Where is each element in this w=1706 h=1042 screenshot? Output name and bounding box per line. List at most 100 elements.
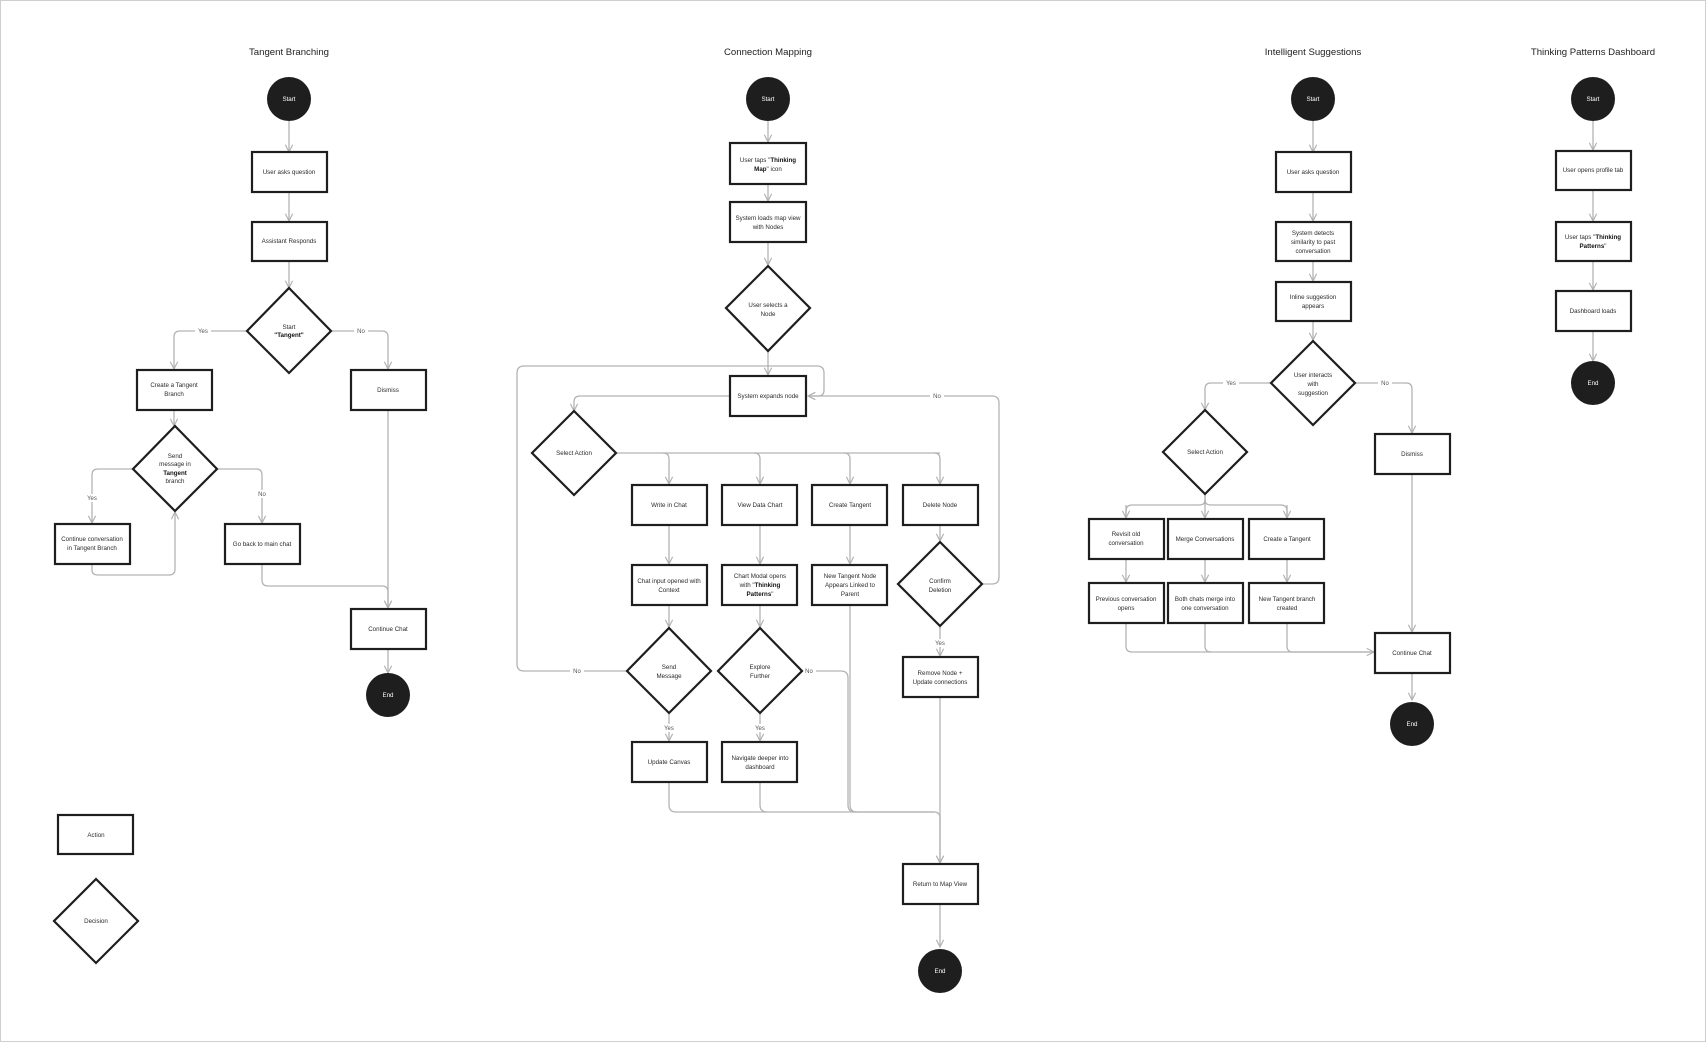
- svg-text:Merge Conversations: Merge Conversations: [1176, 536, 1235, 543]
- action-continue-chat[interactable]: Continue Chat: [349, 607, 428, 651]
- action-system-expands-node[interactable]: System expands node: [728, 374, 808, 418]
- svg-text:Start: Start: [282, 324, 295, 331]
- svg-text:Start: Start: [1586, 96, 1599, 103]
- action-new-tangent-node-appears[interactable]: New Tangent Node Appears Linked to Paren…: [810, 563, 889, 607]
- svg-text:Tangent: Tangent: [163, 470, 187, 477]
- svg-text:New Tangent Node: New Tangent Node: [824, 573, 877, 580]
- action-update-canvas[interactable]: Update Canvas: [630, 740, 709, 784]
- action-create-a-tangent[interactable]: Create a Tangent: [1247, 517, 1326, 561]
- action-system-detects-similarity[interactable]: System detects similarity to past conver…: [1274, 220, 1353, 263]
- end-node[interactable]: End: [1390, 702, 1434, 746]
- start-node[interactable]: Start: [746, 77, 790, 121]
- action-user-taps-thinking-map[interactable]: User taps "Thinking Map" icon: [728, 141, 808, 186]
- decision-send-message-in-tangent[interactable]: Send message in Tangent branch: [131, 424, 219, 513]
- svg-text:Go back to main chat: Go back to main chat: [233, 541, 292, 548]
- edge-label-no: No: [933, 394, 941, 400]
- svg-text:"Tangent": "Tangent": [274, 332, 304, 339]
- title-intelligent-suggestions: Intelligent Suggestions: [1265, 47, 1362, 58]
- svg-text:conversation: conversation: [1295, 248, 1331, 255]
- end-node[interactable]: End: [1571, 361, 1615, 405]
- svg-text:Confirm: Confirm: [929, 578, 951, 585]
- svg-text:Send: Send: [168, 453, 183, 460]
- svg-text:Chart Modal opens: Chart Modal opens: [734, 573, 786, 580]
- edge-label-yes: Yes: [755, 726, 765, 732]
- decision-select-action[interactable]: Select Action: [530, 409, 618, 497]
- action-dismiss[interactable]: Dismiss: [1373, 432, 1452, 476]
- edge-label-no: No: [357, 329, 365, 335]
- action-dismiss[interactable]: Dismiss: [349, 368, 428, 412]
- start-node[interactable]: Start: [267, 77, 311, 121]
- svg-text:created: created: [1277, 605, 1298, 612]
- decision-explore-further[interactable]: Explore Further: [716, 626, 804, 715]
- action-chart-modal-opens[interactable]: Chart Modal opens with "Thinking Pattern…: [720, 563, 799, 607]
- svg-text:Inline suggestion: Inline suggestion: [1290, 294, 1337, 301]
- action-merge-conversations[interactable]: Merge Conversations: [1166, 517, 1245, 561]
- edge-label-yes: Yes: [1226, 381, 1236, 387]
- edge-label-no: No: [573, 669, 581, 675]
- svg-text:Explore: Explore: [750, 664, 772, 671]
- svg-text:Write in Chat: Write in Chat: [651, 502, 687, 509]
- svg-text:Continue conversation: Continue conversation: [61, 536, 123, 543]
- svg-text:User taps "Thinking: User taps "Thinking: [740, 157, 796, 164]
- svg-text:conversation: conversation: [1108, 540, 1144, 547]
- svg-text:in Tangent Branch: in Tangent Branch: [67, 545, 117, 552]
- action-create-tangent[interactable]: Create Tangent: [810, 483, 889, 527]
- action-assistant-responds[interactable]: Assistant Responds: [250, 220, 329, 263]
- svg-text:Assistant Responds: Assistant Responds: [262, 238, 317, 245]
- svg-text:User taps "Thinking: User taps "Thinking: [1565, 234, 1621, 241]
- svg-text:End: End: [382, 692, 394, 699]
- decision-select-action[interactable]: Select Action: [1161, 408, 1249, 496]
- action-user-asks-question[interactable]: User asks question: [250, 150, 329, 194]
- decision-start-tangent[interactable]: Start "Tangent": [245, 286, 333, 375]
- svg-text:with Nodes: with Nodes: [752, 224, 784, 231]
- action-chat-input-opened[interactable]: Chat input opened with Context: [630, 563, 709, 607]
- action-continue-chat[interactable]: Continue Chat: [1373, 631, 1452, 675]
- action-return-to-map-view[interactable]: Return to Map View: [901, 862, 980, 906]
- action-create-tangent-branch[interactable]: Create a Tangent Branch: [135, 368, 214, 412]
- action-previous-conversation-opens[interactable]: Previous conversation opens: [1087, 581, 1166, 625]
- decision-send-message[interactable]: Send Message: [625, 626, 713, 715]
- edge-label-no: No: [258, 492, 266, 498]
- action-remove-node[interactable]: Remove Node + Update connections: [901, 655, 980, 699]
- svg-text:Continue Chat: Continue Chat: [368, 626, 408, 633]
- action-navigate-deeper[interactable]: Navigate deeper into dashboard: [720, 740, 799, 784]
- action-new-tangent-branch-created[interactable]: New Tangent branch created: [1247, 581, 1326, 625]
- end-node[interactable]: End: [366, 673, 410, 717]
- action-view-data-chart[interactable]: View Data Chart: [720, 483, 799, 527]
- svg-text:Node: Node: [761, 311, 776, 318]
- action-go-back-to-main-chat[interactable]: Go back to main chat: [223, 522, 302, 566]
- start-node[interactable]: Start: [1291, 77, 1335, 121]
- svg-text:Start: Start: [282, 96, 295, 103]
- action-dashboard-loads[interactable]: Dashboard loads: [1554, 289, 1633, 333]
- action-both-chats-merge[interactable]: Both chats merge into one conversation: [1166, 581, 1245, 625]
- svg-text:User selects a: User selects a: [748, 302, 788, 309]
- svg-text:Create Tangent: Create Tangent: [829, 502, 871, 509]
- action-user-taps-thinking-patterns[interactable]: User taps "Thinking Patterns": [1554, 220, 1633, 263]
- action-user-asks-question[interactable]: User asks question: [1274, 150, 1353, 194]
- svg-text:System detects: System detects: [1292, 230, 1334, 237]
- edge-label-yes: Yes: [87, 496, 97, 502]
- action-system-loads-map-view[interactable]: System loads map view with Nodes: [728, 200, 808, 244]
- action-inline-suggestion-appears[interactable]: Inline suggestion appears: [1274, 280, 1353, 323]
- decision-confirm-deletion[interactable]: Confirm Deletion: [896, 540, 984, 628]
- edges: [92, 121, 1593, 947]
- action-delete-node[interactable]: Delete Node: [901, 483, 980, 527]
- action-user-opens-profile-tab[interactable]: User opens profile tab: [1554, 149, 1633, 192]
- decision-user-selects-node[interactable]: User selects a Node: [724, 264, 812, 353]
- decision-user-interacts[interactable]: User interacts with suggestion: [1269, 339, 1357, 427]
- action-write-in-chat[interactable]: Write in Chat: [630, 483, 709, 527]
- svg-text:Action: Action: [87, 832, 105, 839]
- svg-text:New Tangent branch: New Tangent branch: [1259, 596, 1316, 603]
- svg-text:suggestion: suggestion: [1298, 390, 1328, 397]
- end-node[interactable]: End: [918, 949, 962, 993]
- svg-text:Update Canvas: Update Canvas: [648, 759, 691, 766]
- action-continue-conversation[interactable]: Continue conversation in Tangent Branch: [53, 522, 132, 566]
- svg-text:Patterns": Patterns": [747, 591, 774, 598]
- svg-text:View Data Chart: View Data Chart: [738, 502, 783, 509]
- start-node[interactable]: Start: [1571, 77, 1615, 121]
- title-tangent-branching: Tangent Branching: [249, 47, 329, 58]
- svg-text:Appears Linked to: Appears Linked to: [825, 582, 875, 589]
- svg-text:System expands node: System expands node: [737, 393, 799, 400]
- action-revisit-old-conversation[interactable]: Revisit old conversation: [1087, 517, 1166, 561]
